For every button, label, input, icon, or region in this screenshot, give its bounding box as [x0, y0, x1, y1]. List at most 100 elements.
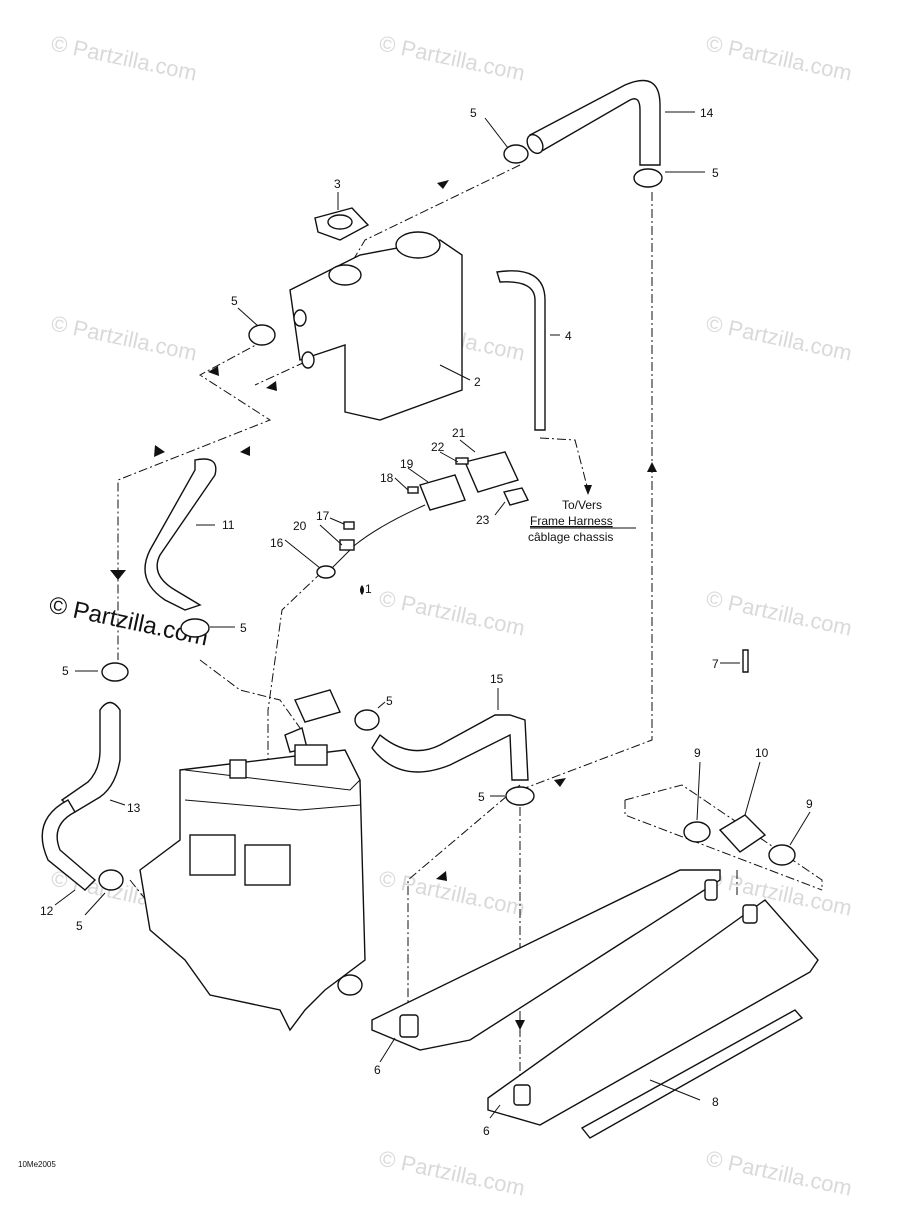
engine-edge — [184, 799, 361, 811]
callout-6: 6 — [374, 1063, 381, 1077]
drop-icon — [360, 585, 364, 595]
callout-20: 20 — [293, 519, 307, 533]
connector-21 — [464, 451, 519, 493]
callout-10: 10 — [755, 746, 769, 760]
clamp-5 — [505, 786, 535, 806]
watermark: © Partzilla.com — [377, 585, 527, 640]
connector-17 — [343, 521, 355, 530]
tank-body — [289, 239, 463, 421]
engine-fitting — [294, 744, 328, 766]
callout-2: 2 — [474, 375, 481, 389]
callout-23: 23 — [476, 513, 490, 527]
harness-note: To/Vers Frame Harness câblage chassis — [528, 498, 636, 544]
temperature-sensor-16 — [316, 565, 336, 579]
engine-shaft — [337, 974, 363, 996]
watermark: © Partzilla.com — [49, 30, 199, 85]
harness-note-line2: Frame Harness — [530, 514, 613, 528]
seal-23 — [503, 487, 530, 506]
thermostat-housing — [294, 689, 341, 723]
leader — [696, 761, 701, 821]
leader — [394, 477, 409, 491]
tank-filler-neck — [395, 231, 441, 259]
leader — [237, 307, 259, 327]
arrow-icon — [584, 485, 592, 495]
callout-9: 9 — [806, 797, 813, 811]
hose-4 — [496, 270, 546, 431]
callout-14: 14 — [700, 106, 714, 120]
leader — [484, 117, 509, 149]
fitting — [704, 879, 718, 901]
callout-5: 5 — [386, 694, 393, 708]
leader — [744, 761, 761, 816]
tank-outlet — [293, 309, 307, 327]
fitting — [399, 1014, 419, 1038]
callout-18: 18 — [380, 471, 394, 485]
callout-9: 9 — [694, 746, 701, 760]
leader — [407, 467, 429, 483]
strip-8 — [580, 1009, 804, 1139]
fastener-7 — [742, 649, 749, 673]
connector-19 — [419, 474, 466, 511]
clamp-5 — [180, 618, 210, 638]
callout-labels: 1 2 3 4 5 5 5 5 5 5 5 5 6 6 7 8 9 9 10 1… — [40, 106, 813, 1138]
clamp-5 — [248, 324, 276, 346]
harness-note-line3: câblage chassis — [528, 530, 613, 544]
harness-line — [539, 437, 589, 491]
callout-22: 22 — [431, 440, 445, 454]
harness-note-line1: To/Vers — [562, 498, 602, 512]
leader — [459, 439, 476, 453]
terminal-22 — [455, 457, 469, 465]
arrow-icon — [208, 366, 219, 376]
arrow-icon — [437, 180, 449, 189]
clamp-5 — [101, 662, 129, 682]
callout-5: 5 — [478, 790, 485, 804]
leader — [109, 799, 126, 806]
engine-port — [189, 834, 236, 876]
callout-4: 4 — [565, 329, 572, 343]
flow-line — [117, 339, 272, 660]
callout-5: 5 — [240, 621, 247, 635]
tank-cap-neck — [328, 264, 362, 286]
callout-6: 6 — [483, 1124, 490, 1138]
hose-10 — [718, 814, 767, 853]
heat-exchanger-upper — [371, 869, 721, 1051]
leader — [377, 701, 386, 709]
watermark: © Partzilla.com — [704, 865, 854, 920]
callout-13: 13 — [127, 801, 141, 815]
leader — [789, 811, 811, 846]
hose-11 — [144, 458, 217, 611]
leader — [329, 517, 345, 525]
leader-lines — [54, 111, 811, 1119]
arrow-icon — [436, 871, 447, 881]
arrow-icon — [554, 778, 566, 787]
watermark: © Partzilla.com — [377, 30, 527, 85]
callout-5: 5 — [76, 919, 83, 933]
fitting — [513, 1084, 531, 1106]
hose-13 — [60, 701, 121, 813]
arrow-icon — [515, 1020, 525, 1030]
callout-5: 5 — [470, 106, 477, 120]
tank-outlet — [301, 351, 315, 369]
leader — [379, 1037, 396, 1063]
leader — [439, 451, 459, 463]
flow-line — [407, 784, 521, 1010]
clamp-5 — [354, 709, 380, 731]
leader — [284, 539, 321, 569]
pressure-cap-3 — [314, 207, 370, 241]
flow-line — [199, 659, 301, 729]
flow-line — [624, 800, 823, 891]
clamp-5 — [503, 144, 529, 164]
engine-block — [139, 749, 366, 1032]
arrow-icon — [154, 445, 165, 457]
callout-16: 16 — [270, 536, 284, 550]
hose-14 — [529, 79, 661, 166]
flow-line — [267, 571, 323, 778]
leader — [54, 889, 76, 906]
clamp-9 — [768, 844, 796, 866]
arrow-icon — [647, 462, 657, 472]
callout-19: 19 — [400, 457, 414, 471]
diagram-code: 10Me2005 — [18, 1160, 56, 1169]
terminal-18 — [407, 486, 419, 494]
heat-exchanger-lower — [487, 899, 819, 1126]
